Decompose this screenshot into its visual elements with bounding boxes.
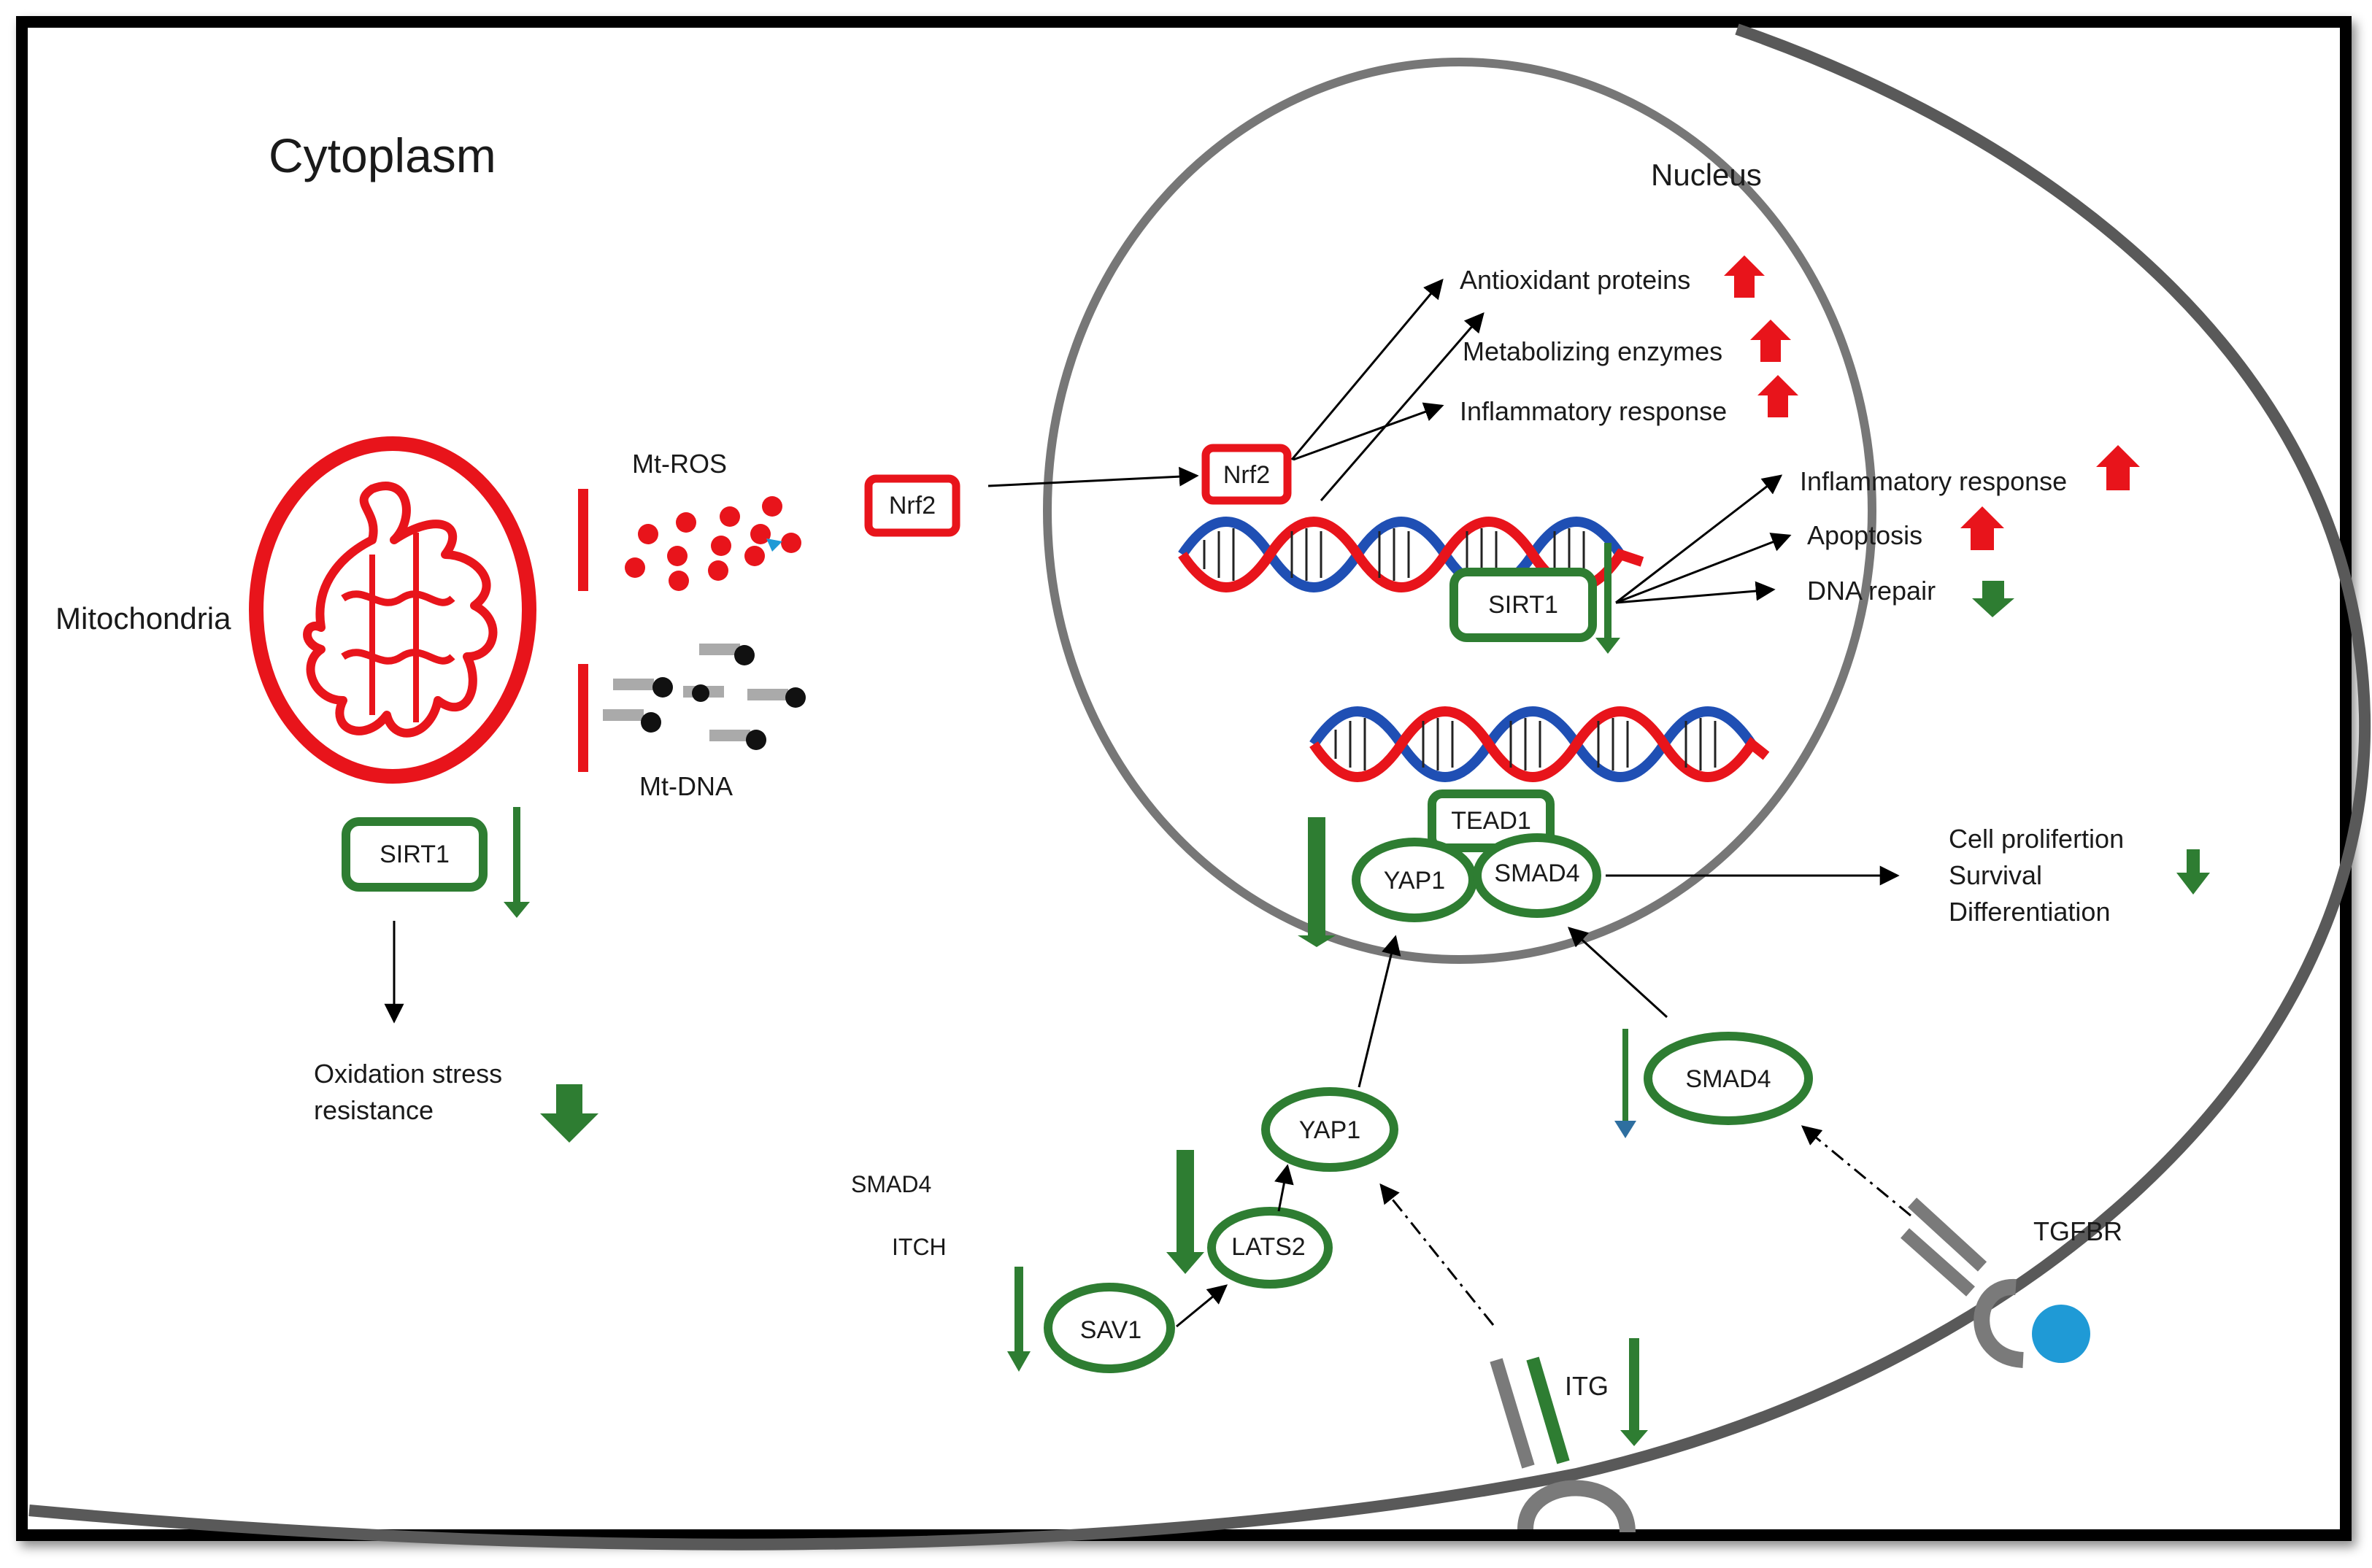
mitochondrion-icon	[249, 436, 536, 784]
yap1-cyto-label: YAP1	[1299, 1116, 1360, 1144]
smad4-nuc-label: SMAD4	[1494, 860, 1579, 887]
itch-side-label: ITCH	[892, 1234, 947, 1260]
tgfbr-receptor-icon	[1901, 1197, 2090, 1368]
tead1-label: TEAD1	[1451, 807, 1531, 835]
mt-dna-label: Mt-DNA	[639, 771, 733, 801]
up-arrow-icon-4	[2096, 445, 2140, 490]
smad4-cyto-down-arrow	[1622, 1029, 1628, 1121]
yap1-nuc-label: YAP1	[1384, 867, 1445, 895]
oxidation-stress-label: Oxidation stress	[314, 1059, 502, 1089]
dna-helix-lower	[1309, 706, 1770, 782]
nucleus-envelope	[1043, 58, 1876, 964]
tgfbr-to-smad4-arrow	[1801, 1125, 1911, 1217]
outcome-2: Survival	[1949, 860, 2042, 890]
nrf2-arrow-1	[1290, 278, 1444, 460]
yap1-nuc-ellipse	[1352, 838, 1477, 922]
up-arrow-icon-5	[1960, 506, 2004, 550]
itg-down-arrow	[1629, 1338, 1639, 1433]
sav1-to-lats2-arrow	[1176, 1284, 1228, 1328]
yap1-cyto-ellipse	[1261, 1087, 1398, 1172]
nrf2-nuc-label: Nrf2	[1223, 461, 1270, 489]
nrf2-translocation-arrow	[987, 466, 1199, 487]
sirt1-target-2: Apoptosis	[1807, 520, 1922, 550]
lats2-down-arrow	[1177, 1150, 1194, 1258]
smad4-cyto-label: SMAD4	[1685, 1065, 1771, 1093]
nrf2-cyto-box	[864, 474, 960, 537]
sirt1-cyto-label: SIRT1	[380, 841, 450, 868]
up-arrow-icon-1	[1724, 255, 1765, 298]
sav1-label: SAV1	[1080, 1316, 1141, 1344]
sirt1-arrow-1	[1615, 474, 1783, 604]
yap1-to-nucleus-arrow	[1358, 935, 1401, 1088]
nrf2-target-2: Metabolizing enzymes	[1463, 336, 1722, 366]
oxidation-resistance-label: resistance	[314, 1095, 434, 1125]
smad4-cyto-ellipse	[1644, 1032, 1813, 1125]
cytoplasm-label: Cytoplasm	[269, 128, 496, 182]
nrf2-arrow-2	[1320, 312, 1485, 501]
outcome-3: Differentiation	[1949, 897, 2110, 927]
nrf2-target-3: Inflammatory response	[1460, 396, 1727, 426]
nrf2-cyto-label: Nrf2	[889, 492, 936, 520]
ros-particles	[625, 496, 801, 591]
mt-dna-up-arrow	[578, 664, 588, 772]
nrf2-nuc-box	[1201, 444, 1292, 505]
sirt1-target-1: Inflammatory response	[1800, 466, 2067, 496]
up-arrow-icon-2	[1750, 320, 1791, 362]
sirt1-target-3: DNA repair	[1807, 576, 1936, 606]
lats2-to-yap1-arrow	[1274, 1164, 1294, 1212]
sav1-down-arrow	[1014, 1267, 1023, 1353]
sirt1-nuc-down-arrow	[1604, 543, 1612, 638]
mt-dna-fragments	[603, 644, 806, 750]
itg-receptor-icon	[1490, 1356, 1636, 1533]
lats2-label: LATS2	[1231, 1233, 1305, 1261]
lats2-ellipse	[1207, 1207, 1333, 1289]
smad4-to-nucleus-arrow	[1568, 927, 1668, 1019]
smad4-side-label: SMAD4	[851, 1171, 931, 1197]
sav1-ellipse	[1044, 1283, 1175, 1373]
oxidation-down-arrow	[540, 1084, 598, 1143]
mitochondria-label: Mitochondria	[55, 601, 231, 636]
sirt1-arrow-2	[1615, 533, 1792, 604]
cell-membrane	[28, 23, 2371, 1550]
up-arrow-icon-3	[1757, 375, 1798, 417]
sirt1-nuc-box	[1449, 568, 1597, 642]
sirt1-arrow-3	[1615, 581, 1776, 604]
outcome-1: Cell prolifertion	[1949, 824, 2124, 854]
mt-ros-label: Mt-ROS	[632, 449, 727, 479]
complex-down-arrow	[1308, 817, 1325, 941]
sirt1-cyto-down-arrow	[513, 807, 520, 902]
mt-ros-up-arrow	[578, 489, 588, 591]
outcomes-down-arrow	[2176, 849, 2210, 895]
itg-to-yap1-arrow	[1379, 1183, 1495, 1326]
nrf2-arrow-3	[1293, 402, 1444, 461]
nrf2-target-1: Antioxidant proteins	[1460, 265, 1690, 295]
smad4-nuc-ellipse	[1473, 833, 1601, 918]
sirt1-nuc-label: SIRT1	[1488, 591, 1558, 619]
sirt1-cyto-box	[342, 817, 488, 892]
down-arrow-icon-dna-repair	[1972, 581, 2014, 617]
tgfbr-label: TGFBR	[2033, 1216, 2122, 1246]
nucleus-label: Nucleus	[1651, 158, 1762, 192]
itg-label: ITG	[1565, 1371, 1609, 1401]
